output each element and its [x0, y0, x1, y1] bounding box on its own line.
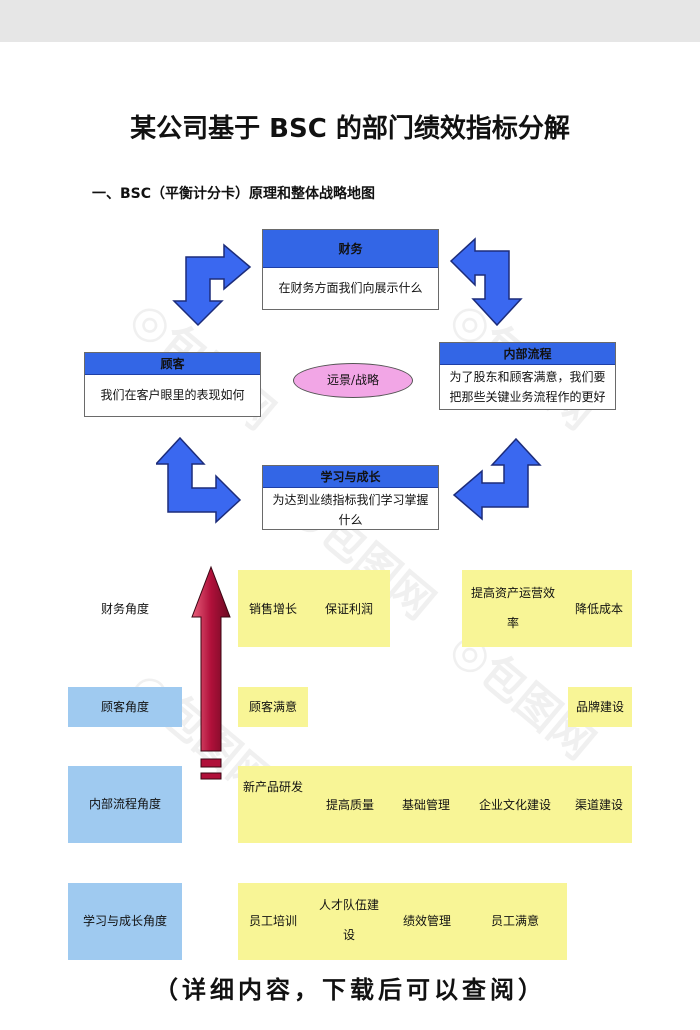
process-item-3: 基础管理 — [401, 798, 450, 812]
learning-cells-bg — [238, 883, 567, 960]
arrow-bottom-left-icon — [156, 436, 242, 524]
arrow-top-left-icon — [172, 243, 252, 327]
finance-box-text: 在财务方面我们向展示什么 — [278, 281, 423, 295]
arrow-top-right-icon — [449, 237, 523, 327]
finance-item-4: 降低成本 — [574, 602, 623, 616]
learning-item-3: 绩效管理 — [402, 914, 451, 928]
process-cells-bg — [238, 766, 632, 843]
page-title: 某公司基于 BSC 的部门绩效指标分解 — [130, 114, 570, 144]
process-item-2: 提高质量 — [325, 798, 374, 812]
process-perspective-label: 内部流程角度 — [68, 766, 182, 843]
process-box: 内部流程 为了股东和顾客满意，我们要把那些关键业务流程作的更好 — [439, 342, 616, 410]
customer-cell-1-bg — [238, 687, 308, 727]
customer-item-1: 顾客满意 — [248, 700, 297, 714]
finance-cells-right — [462, 570, 632, 647]
footer-note: （详细内容，下载后可以查阅） — [154, 976, 546, 1004]
upward-arrow-icon — [191, 565, 231, 780]
section-heading: 一、BSC（平衡计分卡）原理和整体战略地图 — [92, 186, 376, 202]
process-box-header: 内部流程 — [440, 343, 615, 365]
process-item-5: 渠道建设 — [574, 798, 623, 812]
customer-cell-2-bg — [568, 687, 632, 727]
learning-item-2: 人才队伍建设 — [318, 898, 379, 942]
finance-item-1: 销售增长 — [248, 602, 297, 616]
finance-cells-left — [238, 570, 390, 647]
customer-box-text: 我们在客户眼里的表现如何 — [100, 388, 245, 402]
finance-box-header: 财务 — [263, 230, 438, 268]
learning-item-1: 员工培训 — [248, 914, 297, 928]
finance-item-2: 保证利润 — [324, 602, 373, 616]
customer-box: 顾客 我们在客户眼里的表现如何 — [84, 352, 261, 417]
customer-item-2: 品牌建设 — [575, 700, 624, 714]
process-item-4: 企业文化建设 — [478, 798, 551, 812]
top-bar — [0, 0, 700, 42]
learning-box-text: 为达到业绩指标我们学习掌握什么 — [272, 493, 429, 527]
process-box-text: 为了股东和顾客满意，我们要把那些关键业务流程作的更好 — [449, 370, 606, 404]
arrow-bottom-right-icon — [452, 437, 542, 521]
finance-box: 财务 在财务方面我们向展示什么 — [262, 229, 439, 310]
learning-item-4: 员工满意 — [490, 914, 539, 928]
learning-perspective-label: 学习与成长角度 — [68, 883, 182, 960]
vision-strategy-oval: 远景/战略 — [293, 363, 413, 398]
learning-box-header: 学习与成长 — [263, 466, 438, 488]
process-item-1: 新产品研发 — [242, 780, 303, 794]
customer-perspective-label: 顾客角度 — [68, 687, 182, 727]
learning-box: 学习与成长 为达到业绩指标我们学习掌握什么 — [262, 465, 439, 530]
customer-box-header: 顾客 — [85, 353, 260, 375]
finance-item-3: 提高资产运营效率 — [470, 586, 555, 630]
finance-perspective-label: 财务角度 — [100, 602, 149, 616]
